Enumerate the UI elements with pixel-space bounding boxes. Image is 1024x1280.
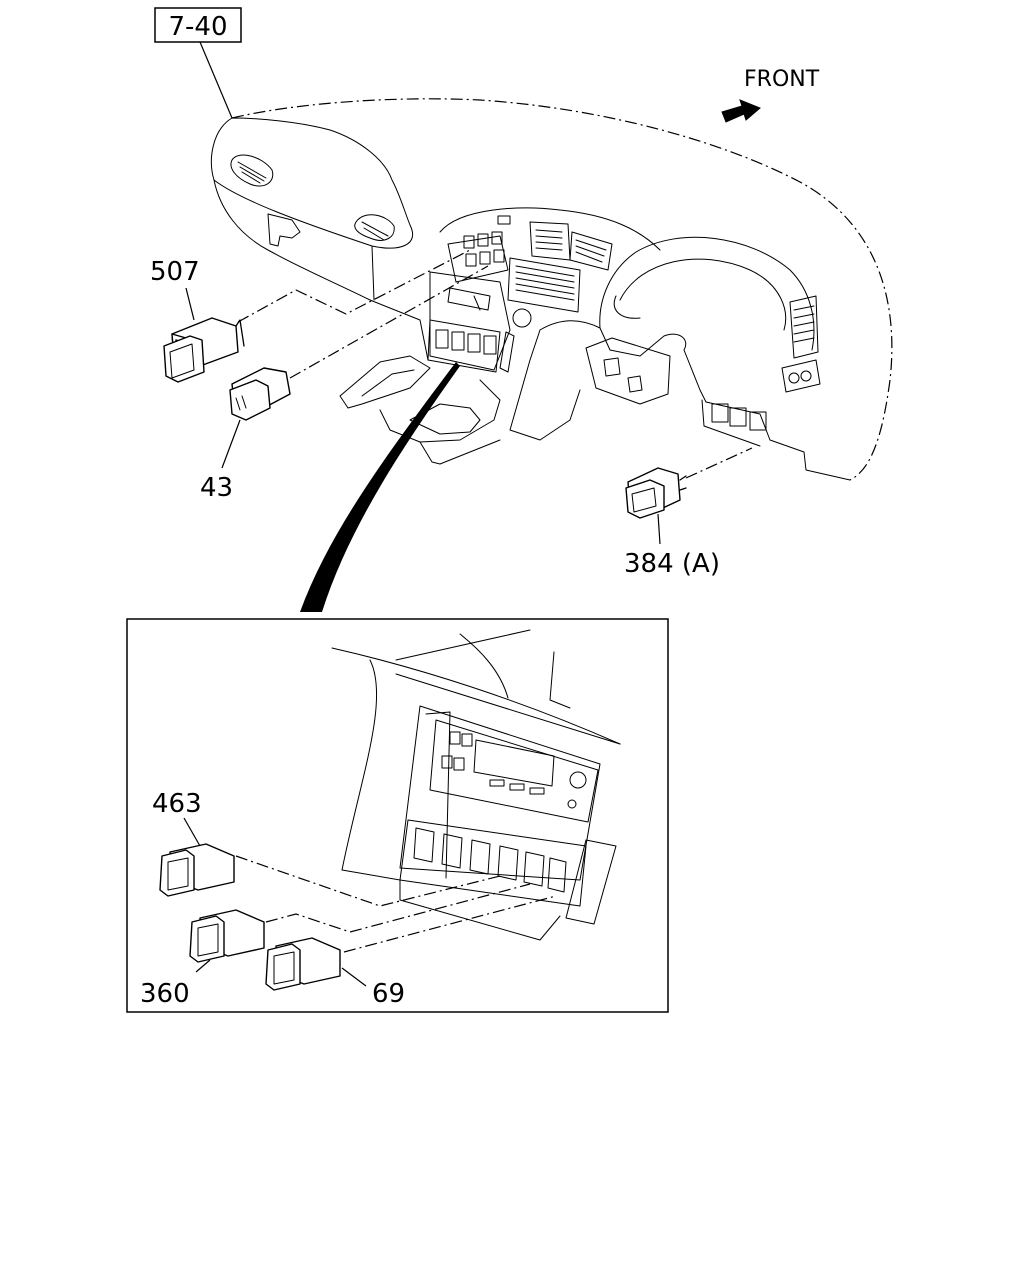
part-463-switch[interactable]: 463	[152, 789, 501, 907]
front-indicator: FRONT	[721, 67, 820, 123]
part-507-switch[interactable]: 507	[150, 249, 471, 383]
part-69-switch[interactable]: 69	[265, 895, 557, 1009]
callout-69: 69	[372, 979, 405, 1009]
part-360-switch[interactable]: 360	[140, 883, 531, 1009]
callout-43: 43	[200, 473, 233, 503]
part-384-switch[interactable]: 384 (A)	[624, 447, 753, 579]
front-arrow-icon	[721, 99, 761, 123]
callout-360: 360	[140, 979, 190, 1009]
callout-507: 507	[150, 257, 200, 287]
detail-inset: 463 360 69	[126, 618, 669, 1013]
reference-box-label: 7-40	[168, 12, 227, 42]
part-43-switch[interactable]: 43	[200, 265, 489, 503]
callout-463: 463	[152, 789, 202, 819]
callout-384: 384 (A)	[624, 549, 720, 579]
reference-box[interactable]: 7-40	[154, 7, 242, 119]
front-label: FRONT	[744, 67, 820, 92]
zoom-indicator	[300, 362, 460, 612]
dashboard-drawing	[211, 98, 893, 481]
